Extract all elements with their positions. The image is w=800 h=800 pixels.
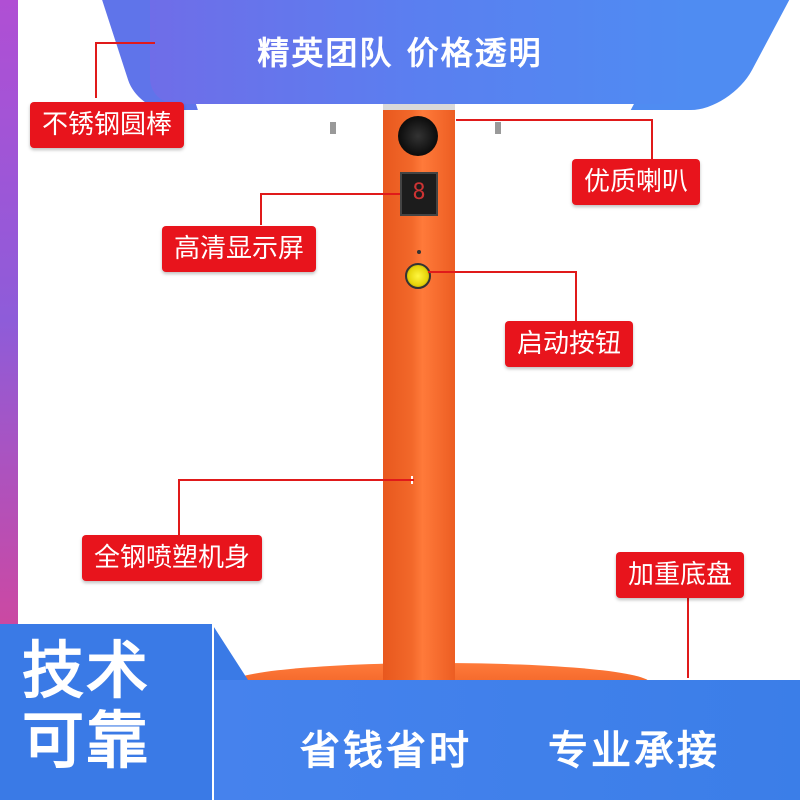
leader-line-speaker-v bbox=[651, 119, 653, 159]
leader-line-display-h bbox=[260, 193, 400, 195]
top-banner-title: 精英团队 价格透明 bbox=[257, 34, 543, 72]
callout-steel-body: 全钢喷塑机身 bbox=[82, 535, 263, 581]
leader-line-rod-v bbox=[95, 42, 97, 98]
steel-rod-left bbox=[330, 122, 336, 134]
digital-display: 8 bbox=[400, 172, 438, 216]
callout-display: 高清显示屏 bbox=[162, 226, 317, 272]
badge-line-2: 可靠 bbox=[22, 704, 151, 777]
badge-text: 技术 可靠 bbox=[22, 636, 192, 776]
badge-line-1: 技术 bbox=[22, 634, 151, 707]
indicator-led bbox=[417, 250, 421, 254]
leader-line-button-h bbox=[428, 271, 576, 273]
leader-line-rod-h bbox=[95, 42, 155, 44]
leader-line-display-v bbox=[260, 193, 262, 225]
callout-steel-rod: 不锈钢圆棒 bbox=[30, 102, 185, 148]
callout-weighted-base: 加重底盘 bbox=[616, 552, 745, 598]
slogan-right: 专业承接 bbox=[548, 728, 720, 774]
callout-speaker: 优质喇叭 bbox=[572, 159, 701, 205]
leader-line-button-v bbox=[575, 271, 577, 321]
top-banner bbox=[150, 0, 690, 104]
callout-start-button: 启动按钮 bbox=[505, 321, 634, 367]
start-button[interactable] bbox=[405, 263, 431, 289]
badge-divider bbox=[212, 624, 214, 800]
leader-line-body-h bbox=[178, 479, 414, 481]
speaker-icon bbox=[398, 116, 438, 156]
leader-line-speaker-h bbox=[456, 119, 652, 121]
badge-corner bbox=[212, 624, 248, 680]
reliability-badge bbox=[0, 624, 212, 800]
leader-line-base-v bbox=[687, 598, 689, 678]
slogan-left: 省钱省时 bbox=[300, 728, 472, 774]
pole-top-cap bbox=[383, 104, 455, 114]
leader-line-body-v bbox=[178, 479, 180, 535]
steel-rod-right bbox=[495, 122, 501, 134]
left-edge-gradient bbox=[0, 0, 18, 800]
